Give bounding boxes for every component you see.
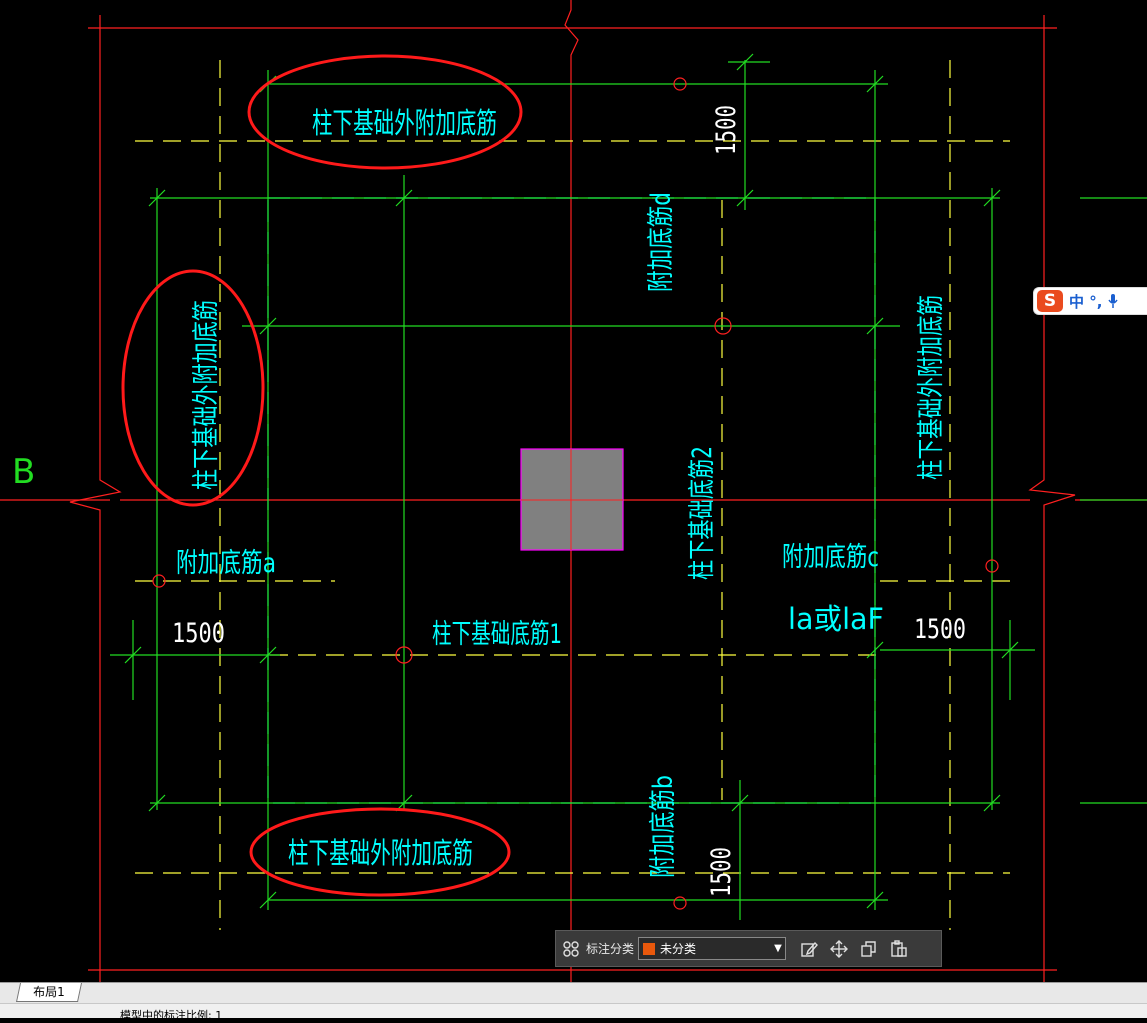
rebar-markers (152, 77, 999, 910)
label-anchor: la或laF (788, 602, 884, 636)
axis-label: B (12, 452, 35, 492)
sogou-logo-icon[interactable]: S (1037, 290, 1063, 312)
category-color-swatch (643, 942, 656, 955)
tab-layout-1[interactable]: 布局1 (15, 983, 82, 1002)
annotation-category-label: 标注分类 (586, 942, 635, 956)
move-icon[interactable] (824, 934, 854, 964)
dim-left: 1500 (172, 618, 225, 649)
dim-top: 1500 (711, 105, 742, 155)
status-bar: 模型中的标注比例: 1 (0, 1003, 1147, 1022)
label-outer-left: 柱下基础外附加底筋 (191, 300, 222, 490)
annotation-ellipses (121, 54, 523, 897)
dim-right: 1500 (914, 614, 966, 645)
label-outer-top: 柱下基础外附加底筋 (312, 106, 497, 140)
label-outer-bottom: 柱下基础外附加底筋 (288, 836, 473, 870)
label-add-a: 附加底筋a (176, 548, 276, 579)
edit-icon[interactable] (794, 934, 824, 964)
copy-icon[interactable] (854, 934, 884, 964)
chevron-down-icon: ▼ (774, 943, 782, 954)
label-add-c: 附加底筋c (782, 542, 879, 573)
label-outer-right: 柱下基础外附加底筋 (916, 295, 947, 480)
ime-toolbar[interactable]: S 中 °, (1033, 287, 1147, 315)
cad-drawing-canvas[interactable]: B 柱下基础外附加底筋 柱下基础外附加底筋 柱下基础外附加底筋 柱下基础外附加底… (0, 0, 1147, 982)
category-selected-value: 未分类 (660, 942, 697, 956)
annotation-scale-status: 模型中的标注比例: 1 (120, 1009, 223, 1022)
label-main-1: 柱下基础底筋1 (432, 619, 562, 650)
grid-apps-icon[interactable] (556, 934, 586, 964)
microphone-icon[interactable] (1108, 293, 1119, 309)
label-add-d: 附加底筋d (646, 192, 677, 292)
label-main-2: 柱下基础底筋2 (687, 446, 718, 580)
paste-icon[interactable] (884, 934, 914, 964)
tab-layout-1-label: 布局1 (33, 985, 65, 999)
dim-bottom: 1500 (706, 847, 737, 897)
rebar-lines (110, 53, 1147, 920)
annotation-category-select[interactable]: 未分类 ▼ (638, 937, 787, 960)
layout-tabs-bar: 布局1 (0, 982, 1147, 1004)
label-add-b: 附加底筋b (648, 775, 679, 878)
annotation-toolbar: 标注分类 未分类 ▼ (555, 930, 942, 967)
ime-status-text[interactable]: 中 °, (1069, 292, 1103, 311)
dashed-yellow-lines (135, 60, 1010, 930)
